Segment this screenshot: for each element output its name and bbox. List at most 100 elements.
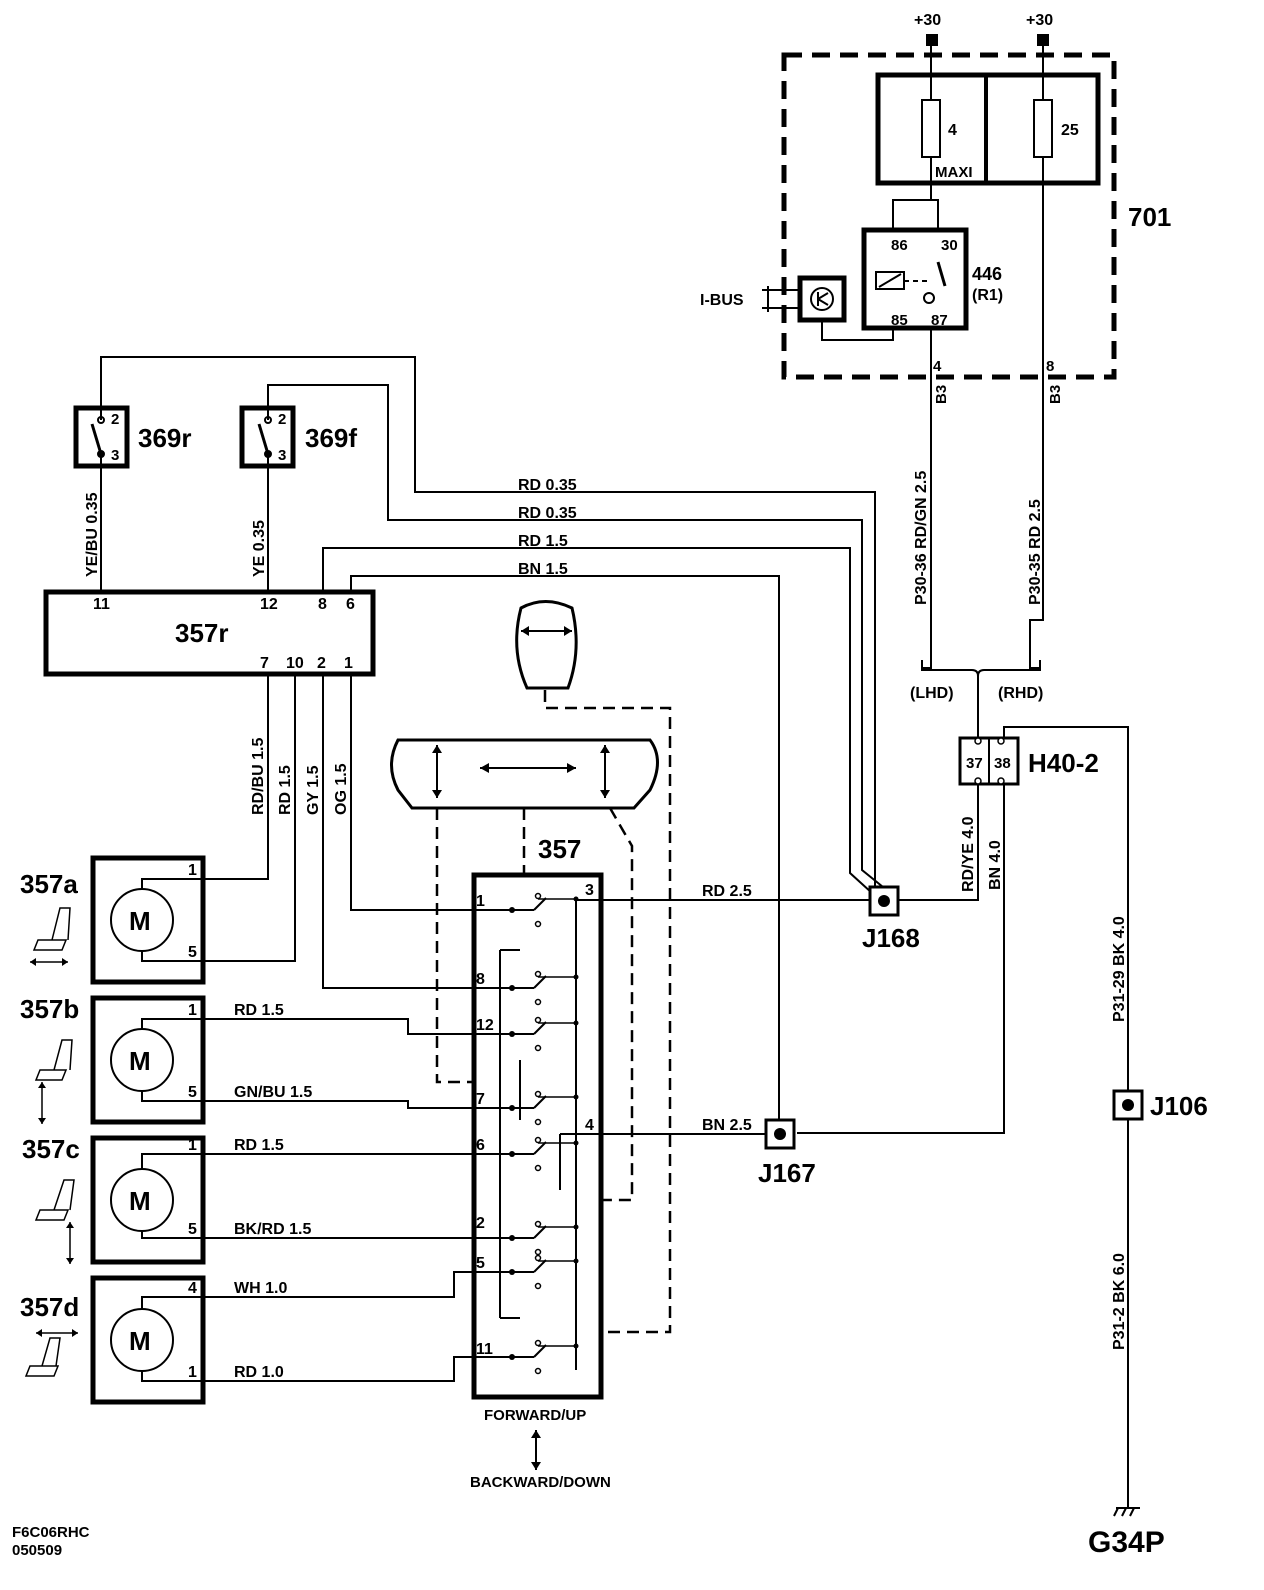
357r-pin-1: 1 xyxy=(344,655,353,672)
wire-gy: GY 1.5 xyxy=(305,765,322,815)
seat-forward-icon xyxy=(30,907,71,966)
motor-symbol: M xyxy=(129,906,151,936)
switch-357-pin-8: 8 xyxy=(476,971,485,988)
motor-357a-pin-1: 1 xyxy=(188,862,197,879)
supply-label-2: +30 xyxy=(1026,12,1053,29)
switch-357-pin-6: 6 xyxy=(476,1137,485,1154)
relay-sub: (R1) xyxy=(972,287,1003,304)
fuse-box-label: 701 xyxy=(1128,202,1171,232)
splice-j167: J167 xyxy=(758,1118,816,1188)
switch-contact-icon xyxy=(474,1136,579,1172)
supply-terminal-1 xyxy=(926,34,938,46)
fuse-box-701: 701 +30 +30 4 25 MAXI 86 30 85 87 446 (R… xyxy=(700,12,1171,404)
motor-357a-pin-5: 5 xyxy=(188,944,197,961)
switch-357: 357 1 8 12 7 6 2 5 11 3 4 FORWARD/UP BAC… xyxy=(470,834,611,1491)
motor-357a-label: 357a xyxy=(20,869,78,899)
fuse-4 xyxy=(921,99,941,158)
fuse-25 xyxy=(1033,99,1053,158)
wire-rd-ye: RD/YE 4.0 xyxy=(960,816,977,892)
motor-symbol: M xyxy=(129,1326,151,1356)
motor-357c-wire-2: BK/RD 1.5 xyxy=(234,1221,311,1238)
supply-label-1: +30 xyxy=(914,12,941,29)
motor-357d-wire-1: WH 1.0 xyxy=(234,1280,287,1297)
relay-pin-87: 87 xyxy=(931,312,948,329)
357r-label: 357r xyxy=(175,618,229,648)
switch-contact-icon xyxy=(474,1090,579,1126)
motor-357d-pin-4: 4 xyxy=(188,1280,197,1297)
wire-bn: BN 4.0 xyxy=(987,840,1004,890)
motor-357b-pin-1: 1 xyxy=(188,1002,197,1019)
control-357r: 11 12 8 6 357r 7 10 2 1 RD/BU 1.5 RD 1.5… xyxy=(43,589,376,815)
footer-code: F6C06RHC xyxy=(12,1524,90,1541)
switch-357-pin-2: 2 xyxy=(476,1215,485,1232)
ground-path: J106 P31-29 BK 4.0 P31-2 BK 6.0 G34P xyxy=(1088,916,1208,1559)
motor-357c-label: 357c xyxy=(22,1134,80,1164)
switch-369r-pin-3: 3 xyxy=(111,447,119,464)
switch-contacts xyxy=(474,892,579,1375)
switch-357-pin-3: 3 xyxy=(585,882,594,899)
switch-357-pin-4: 4 xyxy=(585,1117,594,1134)
wire-rd-bu: RD/BU 1.5 xyxy=(250,738,267,815)
seat-backrest-icon xyxy=(24,1329,78,1377)
switch-369f: 2 3 369f xyxy=(239,405,357,469)
switch-357-label: 357 xyxy=(538,834,581,864)
switch-369f-label: 369f xyxy=(305,423,357,453)
switch-357-pin-5: 5 xyxy=(476,1255,485,1272)
output-conn-1: B3 xyxy=(933,385,950,404)
relay-pin-86: 86 xyxy=(891,237,908,254)
switch-contact-icon xyxy=(474,1254,579,1290)
lhd-label: (LHD) xyxy=(910,685,954,702)
fuse-type-label: MAXI xyxy=(935,164,973,181)
backward-down-label: BACKWARD/DOWN xyxy=(470,1474,611,1491)
motor-357b: M 1 5 RD 1.5 GN/BU 1.5 357b xyxy=(20,994,312,1125)
switch-369r-label: 369r xyxy=(138,423,192,453)
357r-pin-2: 2 xyxy=(317,655,326,672)
wire-og: OG 1.5 xyxy=(333,763,350,815)
footer-date: 050509 xyxy=(12,1542,62,1559)
switch-357-pin-1: 1 xyxy=(476,893,485,910)
splice-j106-label: J106 xyxy=(1150,1091,1208,1121)
357r-pin-12: 12 xyxy=(260,596,278,613)
seat-control-base xyxy=(390,738,659,810)
motor-357d: M 4 1 WH 1.0 RD 1.0 357d xyxy=(20,1275,287,1405)
transistor-icon xyxy=(810,287,834,311)
motor-357c-pin-1: 1 xyxy=(188,1137,197,1154)
wire-rd-15-r: RD 1.5 xyxy=(277,765,294,815)
supply-terminal-2 xyxy=(1037,34,1049,46)
wire-lhd: P30-36 RD/GN 2.5 xyxy=(913,471,930,605)
switch-contact-icon xyxy=(474,1339,579,1375)
output-pin-4: 4 xyxy=(933,358,942,375)
switch-contact-icon xyxy=(90,423,103,455)
fuse-25-number: 25 xyxy=(1061,122,1079,139)
relay-contact-icon xyxy=(936,261,947,287)
wire-bn-15: BN 1.5 xyxy=(518,561,568,578)
wire-ground-1: P31-29 BK 4.0 xyxy=(1111,916,1128,1022)
splice-j168: J168 xyxy=(862,885,920,953)
357r-pin-6: 6 xyxy=(346,596,355,613)
ibus-label: I-BUS xyxy=(700,292,744,309)
switch-357-pin-11: 11 xyxy=(476,1341,493,1358)
harness-wires: RD 0.35 RD 0.35 RD 1.5 BN 1.5 YE/BU 0.35… xyxy=(84,356,884,1120)
forward-up-label: FORWARD/UP xyxy=(484,1407,586,1424)
switch-357-pin-7: 7 xyxy=(476,1091,485,1108)
motor-357c-wire-1: RD 1.5 xyxy=(234,1137,284,1154)
motor-357d-pin-1: 1 xyxy=(188,1364,197,1381)
motor-symbol: M xyxy=(129,1046,151,1076)
seat-up-down-icon xyxy=(34,1039,73,1124)
supply-harness: P30-36 RD/GN 2.5 P30-35 RD 2.5 (LHD) (RH… xyxy=(797,378,1129,1134)
motor-357a: M 1 5 357a xyxy=(20,855,206,985)
motor-357b-label: 357b xyxy=(20,994,79,1024)
wire-bn-25: BN 2.5 xyxy=(702,1117,752,1134)
wire-rd-035-b: RD 0.35 xyxy=(518,505,577,522)
motor-357c-pin-5: 5 xyxy=(188,1221,197,1238)
wire-ground-2: P31-2 BK 6.0 xyxy=(1111,1253,1128,1350)
switch-357-pin-12: 12 xyxy=(476,1017,494,1034)
splice-j167-label: J167 xyxy=(758,1158,816,1188)
motor-357d-label: 357d xyxy=(20,1292,79,1322)
switch-contact-icon xyxy=(474,970,579,1006)
relay-pin-85: 85 xyxy=(891,312,908,329)
switch-369r-pin-2: 2 xyxy=(111,411,119,428)
357r-pin-10: 10 xyxy=(286,655,304,672)
switch-contact-icon xyxy=(474,1220,579,1256)
